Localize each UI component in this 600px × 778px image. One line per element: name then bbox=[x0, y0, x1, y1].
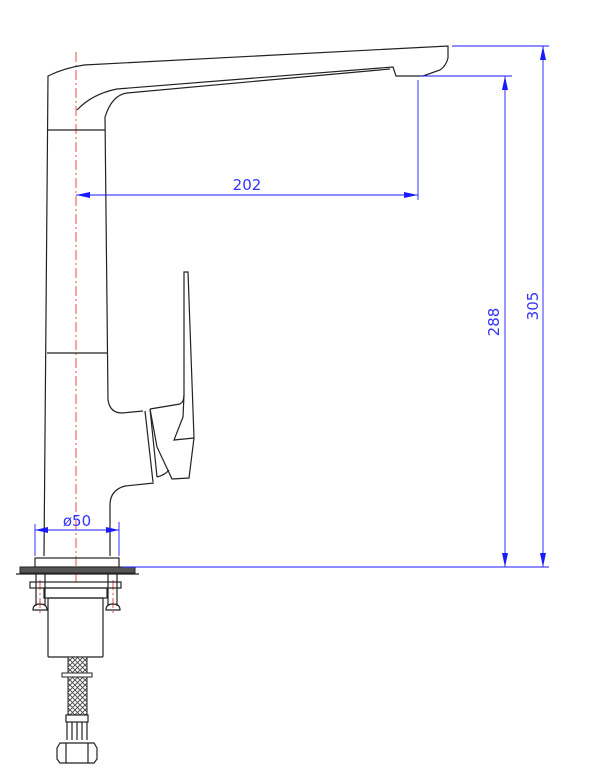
dimension-label-288: 288 bbox=[485, 308, 503, 337]
dimension-label-305: 305 bbox=[524, 292, 542, 321]
dimension-label-202: 202 bbox=[233, 176, 262, 194]
bolt-right bbox=[105, 574, 121, 611]
dimension-202: 202 bbox=[76, 80, 419, 200]
hose-nut bbox=[56, 742, 98, 764]
mounting-base bbox=[16, 557, 139, 658]
dimension-305: 305 bbox=[122, 45, 549, 568]
dimension-diameter-50: ø50 bbox=[34, 512, 120, 556]
faucet-body bbox=[43, 45, 449, 557]
dimension-label-diameter: ø50 bbox=[63, 512, 91, 530]
supply-hose bbox=[56, 656, 98, 764]
dimension-288: 288 bbox=[420, 75, 512, 567]
bolt-left bbox=[32, 574, 48, 611]
handle-lever bbox=[144, 271, 195, 483]
